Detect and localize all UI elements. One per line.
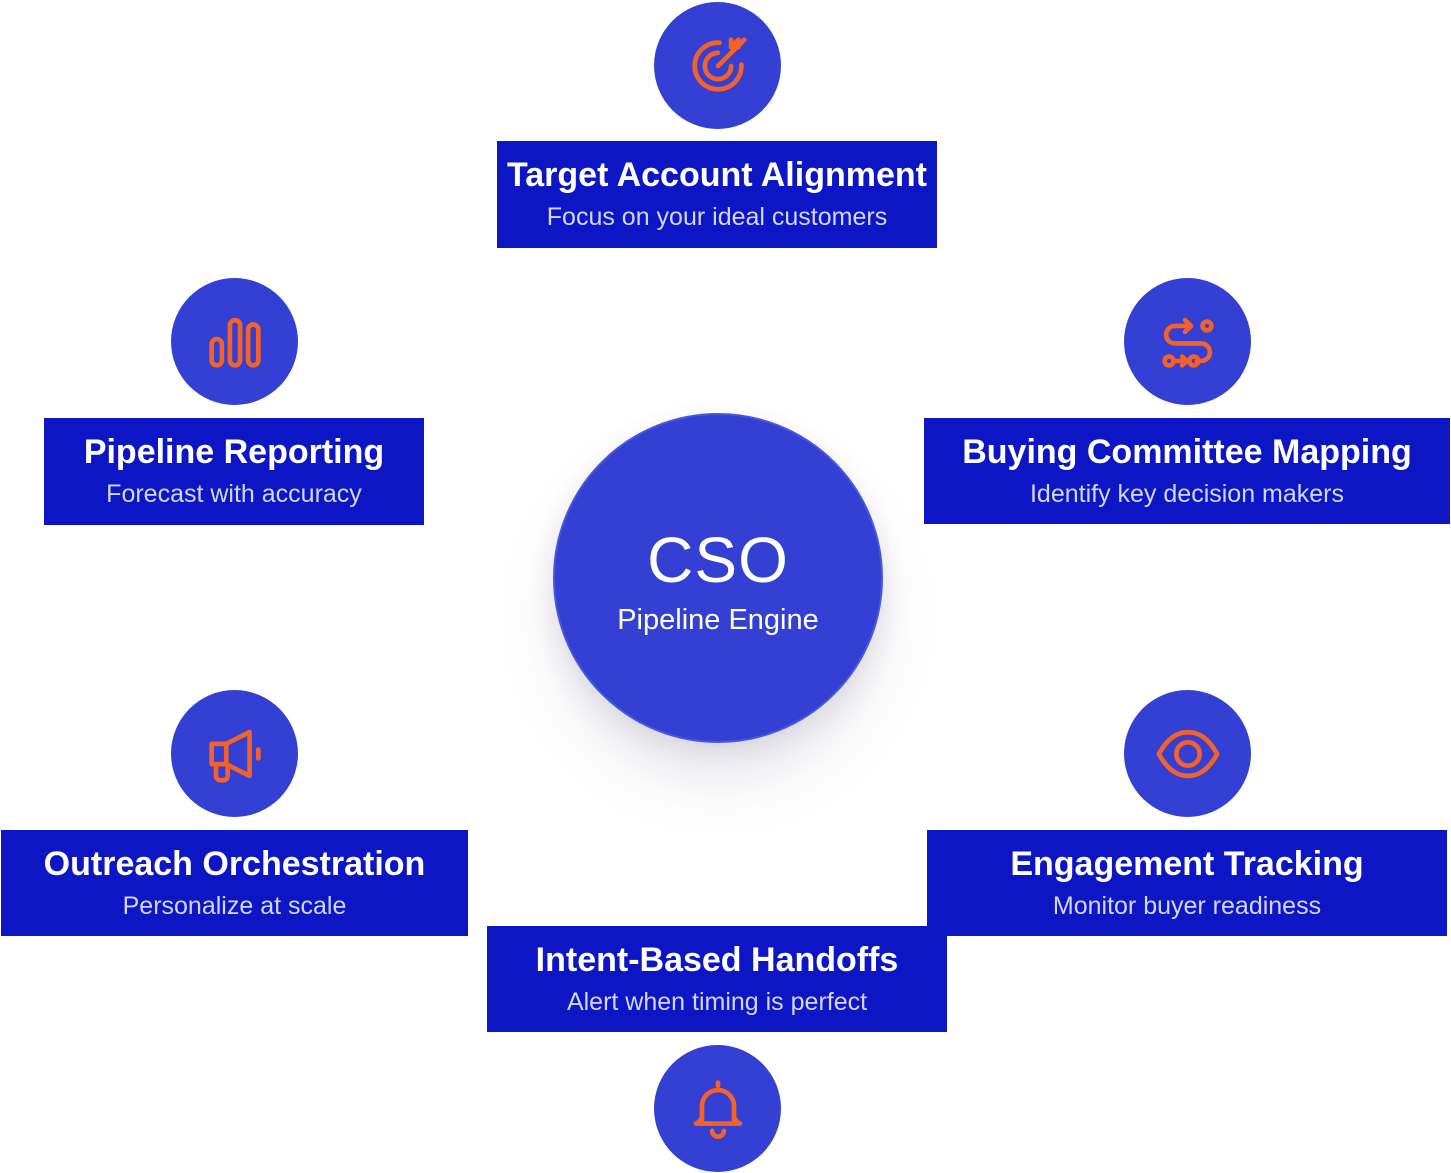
node-engagement-title: Engagement Tracking [1010,845,1364,883]
eye-icon [1156,729,1219,778]
node-committee-box: Buying Committee Mapping Identify key de… [924,418,1450,524]
node-outreach-box: Outreach Orchestration Personalize at sc… [1,830,468,936]
node-outreach-description: Personalize at scale [122,892,347,920]
route-icon [1161,317,1214,368]
node-target-title: Target Account Alignment [507,156,927,194]
node-committee-title: Buying Committee Mapping [962,433,1412,471]
node-reporting-box: Pipeline Reporting Forecast with accurac… [44,418,424,525]
node-target-box: Target Account Alignment Focus on your i… [497,141,937,248]
bar-chart-icon [208,317,261,368]
hub-circle: CSO Pipeline Engine [553,413,883,743]
hub-subtitle: Pipeline Engine [617,604,819,636]
node-engagement-description: Monitor buyer readiness [1052,892,1322,920]
engagement-icon-circle [1124,690,1251,817]
committee-icon-circle [1124,278,1251,405]
node-handoffs-description: Alert when timing is perfect [566,988,868,1016]
node-reporting-title: Pipeline Reporting [83,433,385,471]
node-engagement-box: Engagement Tracking Monitor buyer readin… [927,830,1447,936]
hub-title: CSO [647,524,789,596]
node-target-description: Focus on your ideal customers [546,203,888,231]
target-icon-circle [654,2,781,129]
node-handoffs-title: Intent-Based Handoffs [535,941,899,979]
node-committee-description: Identify key decision makers [1029,480,1345,508]
node-reporting-description: Forecast with accuracy [106,480,362,508]
handoffs-icon-circle [654,1045,781,1172]
megaphone-icon [208,729,261,783]
bell-icon [693,1079,742,1139]
target-icon [691,36,747,92]
node-outreach-title: Outreach Orchestration [43,845,426,883]
node-handoffs-box: Intent-Based Handoffs Alert when timing … [487,926,947,1032]
outreach-icon-circle [171,690,298,817]
reporting-icon-circle [171,278,298,405]
